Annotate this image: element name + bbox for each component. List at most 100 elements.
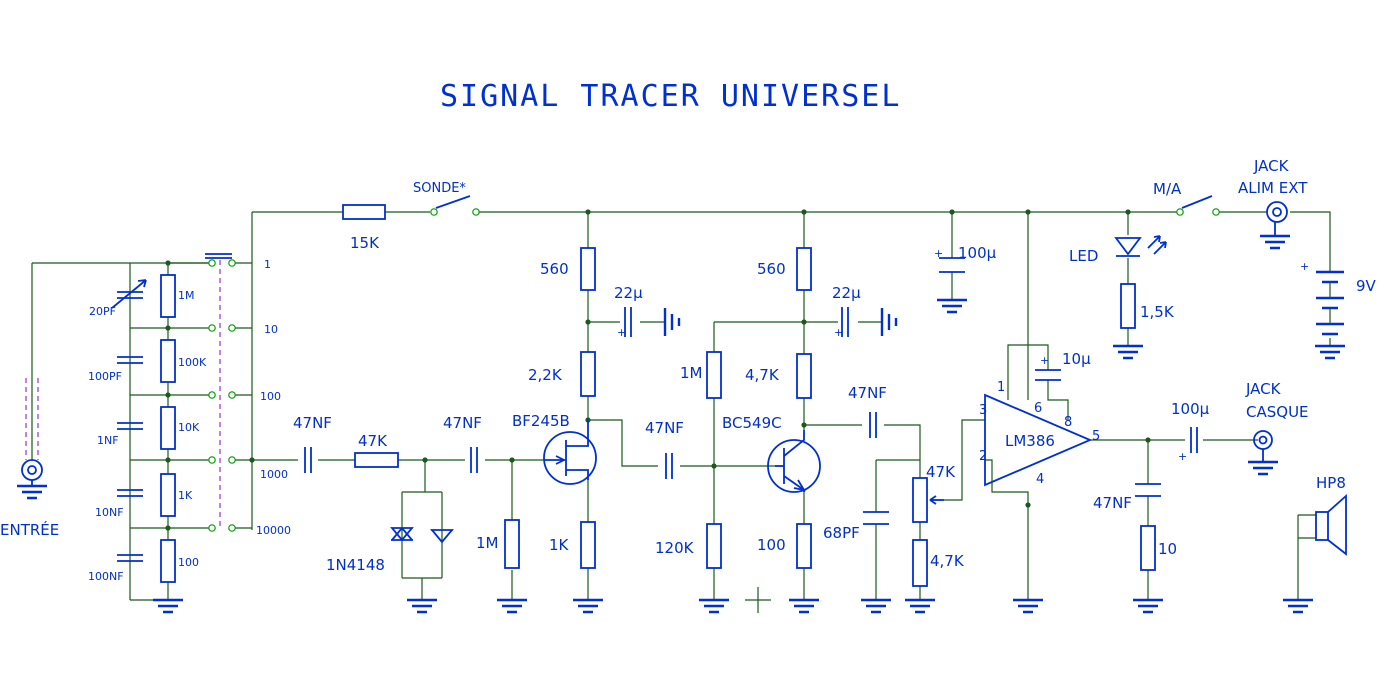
- diagram-title: SIGNAL TRACER UNIVERSEL: [440, 79, 901, 114]
- probe-switch: [430, 195, 480, 216]
- label-pin2: 2: [979, 449, 987, 464]
- resistor-1m-att: [160, 274, 176, 318]
- label-22u-b: 22µ: [832, 284, 861, 302]
- label-jack-alim-1: JACK: [1253, 157, 1290, 175]
- svg-text:+: +: [834, 326, 843, 339]
- label-bf245b: BF245B: [512, 412, 570, 430]
- label-range-1000: 1000: [260, 468, 288, 481]
- cap-10nf: [117, 489, 143, 497]
- resistor-1k-src: [580, 521, 596, 569]
- label-120k: 120K: [655, 539, 695, 557]
- polarity-marks: + + + + + +: [617, 247, 1309, 463]
- cap-1nf: [117, 422, 143, 430]
- resistor-100-att: [160, 539, 176, 583]
- label-1m-gate: 1M: [476, 534, 499, 552]
- svg-text:+: +: [617, 326, 626, 339]
- resistor-120k: [706, 523, 722, 569]
- label-lm386: LM386: [1005, 432, 1055, 450]
- jack-alim: [1266, 201, 1288, 236]
- cap-10u: [1035, 369, 1061, 381]
- label-1n4148: 1N4148: [326, 556, 385, 574]
- cap-68pf: [863, 511, 889, 525]
- label-100u-out: 100µ: [1171, 400, 1210, 418]
- fet-bf245b: [543, 420, 597, 485]
- resistor-10k-att: [160, 406, 176, 450]
- label-100k-att: 100K: [178, 356, 207, 369]
- svg-text:+: +: [934, 247, 943, 260]
- resistor-4k7-b: [912, 539, 928, 587]
- cap-47nf-out: [1135, 483, 1161, 497]
- speaker-hp8: [1315, 493, 1347, 556]
- label-pot-47k: 47K: [926, 463, 956, 481]
- label-47nf-b: 47NF: [443, 414, 482, 432]
- resistor-1k-att: [160, 473, 176, 517]
- label-pin5: 5: [1092, 429, 1100, 444]
- power-switch: [1176, 195, 1220, 216]
- label-pin8: 8: [1064, 415, 1072, 430]
- battery-9v: [1316, 270, 1344, 336]
- label-10u: 10µ: [1062, 350, 1091, 368]
- label-led: LED: [1069, 247, 1098, 265]
- junctions: [165, 209, 1151, 531]
- label-4k7-a: 4,7K: [745, 366, 780, 384]
- resistors: [160, 204, 1156, 587]
- label-pin6: 6: [1034, 401, 1042, 416]
- cap-47nf-d: [869, 412, 877, 438]
- input-connector: [21, 378, 43, 486]
- label-47nf-d: 47NF: [848, 384, 887, 402]
- label-range-10: 10: [264, 323, 278, 336]
- resistor-15k: [342, 204, 386, 220]
- cap-22u-a: [624, 307, 632, 337]
- label-jack-alim-2: ALIM EXT: [1238, 179, 1308, 197]
- svg-text:+: +: [1040, 354, 1049, 367]
- cap-100nf: [117, 554, 143, 562]
- jack-casque: [1253, 430, 1273, 462]
- label-47nf-c: 47NF: [645, 419, 684, 437]
- bjt-bc549c: [767, 430, 821, 493]
- label-1k-src: 1K: [549, 536, 570, 554]
- capacitors: [111, 257, 1198, 562]
- label-68pf: 68PF: [823, 524, 860, 542]
- label-pin1: 1: [997, 380, 1005, 395]
- label-100pf: 100PF: [88, 370, 122, 383]
- cap-47nf-c: [665, 453, 673, 479]
- label-10k-att: 10K: [178, 421, 200, 434]
- label-47k: 47K: [358, 432, 388, 450]
- label-jack-casque-1: JACK: [1245, 380, 1282, 398]
- label-jack-casque-2: CASQUE: [1246, 403, 1309, 421]
- label-9v: 9V: [1356, 277, 1377, 295]
- label-1m-bias: 1M: [680, 364, 703, 382]
- label-ma: M/A: [1153, 180, 1182, 198]
- label-100-att: 100: [178, 556, 199, 569]
- lm386-amp: [984, 393, 1093, 487]
- resistor-47k: [354, 452, 399, 468]
- resistor-2k2: [580, 351, 596, 397]
- label-bc549c: BC549C: [722, 414, 782, 432]
- pot-47k: [912, 477, 928, 523]
- label-2k2: 2,2K: [528, 366, 563, 384]
- cap-20pf: [117, 291, 143, 299]
- pot-wiper-arrow: [929, 495, 944, 505]
- svg-text:+: +: [1300, 260, 1309, 273]
- resistor-1m-gate: [504, 519, 520, 569]
- resistor-10: [1140, 525, 1156, 571]
- resistor-1m-bias: [706, 351, 722, 399]
- label-pin3: 3: [979, 403, 987, 418]
- resistor-1k5: [1120, 283, 1136, 329]
- label-1nf: 1NF: [97, 434, 119, 447]
- wires: [31, 211, 1331, 601]
- cap-47nf-b: [470, 447, 478, 473]
- label-1k-att: 1K: [178, 489, 193, 502]
- label-range-100: 100: [260, 390, 281, 403]
- label-15k: 15K: [350, 234, 380, 252]
- cap-100u-sup: [939, 257, 965, 273]
- label-sonde: SONDE*: [413, 181, 466, 196]
- crosshair-cursor: [745, 587, 771, 613]
- resistor-560-a: [580, 247, 596, 291]
- diodes: [390, 527, 454, 544]
- label-1m-att: 1M: [178, 289, 195, 302]
- cap-100pf: [117, 356, 143, 364]
- range-selector: [205, 253, 236, 532]
- resistor-100k-att: [160, 339, 176, 383]
